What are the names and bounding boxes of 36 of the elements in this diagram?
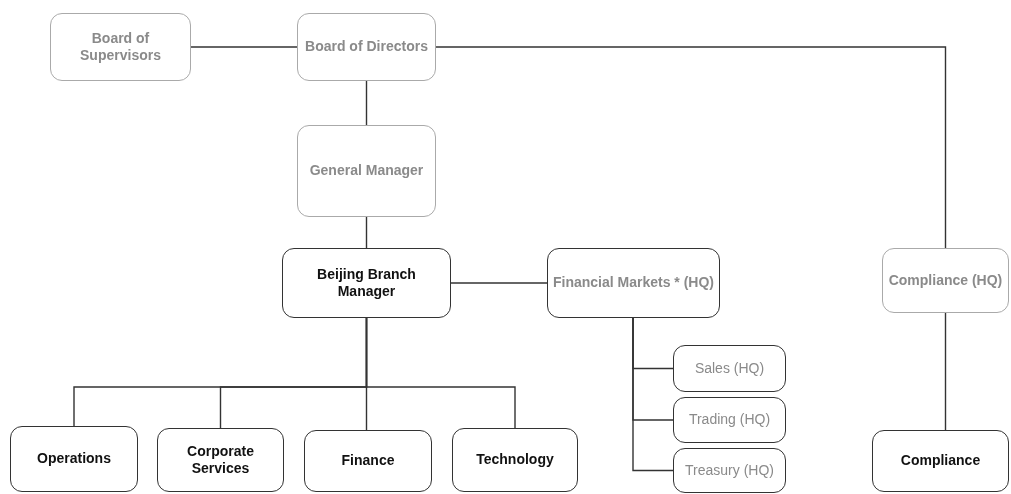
org-box xyxy=(304,430,432,492)
org-box xyxy=(547,248,720,318)
connector-line xyxy=(190,46,298,48)
connector-line xyxy=(365,317,516,429)
unit-name: Board of Directors xyxy=(305,38,428,56)
unit-name: Corporate Services xyxy=(186,442,255,478)
org-box xyxy=(282,248,451,318)
unit-name: Compliance (HQ) xyxy=(888,271,1003,290)
org-box xyxy=(872,430,1009,492)
unit-name: Board of Supervisors xyxy=(79,29,162,65)
unit-name: Compliance xyxy=(900,452,981,470)
org-box xyxy=(452,428,578,492)
org-box xyxy=(297,13,436,81)
org-box xyxy=(673,397,786,443)
unit-name: Financial Markets * (HQ) xyxy=(552,274,714,292)
connector-line xyxy=(435,46,947,249)
org-box xyxy=(673,345,786,392)
org-box xyxy=(673,448,786,493)
connector-line xyxy=(632,317,674,472)
connector-line xyxy=(450,282,548,284)
unit-name: Sales (HQ) xyxy=(694,359,765,378)
connector-line xyxy=(944,312,947,431)
org-box xyxy=(297,125,436,217)
connector-line xyxy=(365,80,368,126)
unit-name: General Manager xyxy=(309,162,424,180)
unit-name: Beijing Branch Manager xyxy=(316,265,417,301)
org-box xyxy=(157,428,284,492)
org-box xyxy=(10,426,138,492)
unit-name: Operations xyxy=(37,450,111,468)
connector-line xyxy=(365,216,368,249)
unit-name: Finance xyxy=(341,452,395,470)
unit-name: Trading (HQ) xyxy=(688,411,771,429)
org-box xyxy=(50,13,191,81)
org-box xyxy=(882,248,1009,313)
unit-name: Treasury (HQ) xyxy=(685,461,774,480)
unit-name: Technology xyxy=(476,451,554,469)
